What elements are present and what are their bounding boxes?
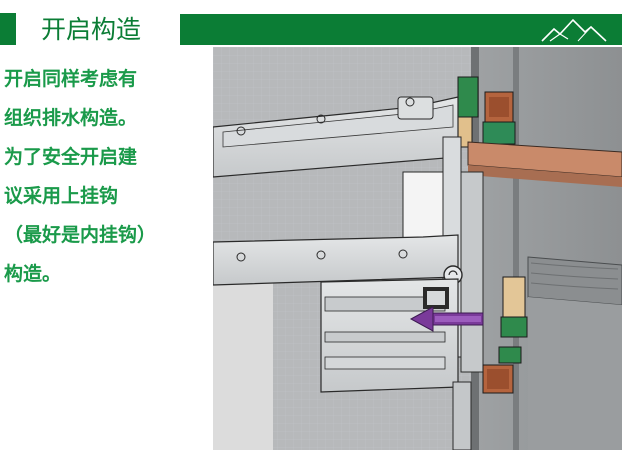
drainage-arrow-icon [409, 306, 484, 332]
body-text: 开启同样考虑有 组织排水构造。 为了安全开启建 议采用上挂钩 （最好是内挂钩） … [4, 68, 157, 285]
mountain-logo-icon [541, 18, 607, 42]
window-section-diagram [213, 47, 622, 450]
title-accent-block [0, 13, 16, 45]
header-bar [180, 14, 622, 45]
slide-title: 开启构造 [41, 15, 142, 44]
